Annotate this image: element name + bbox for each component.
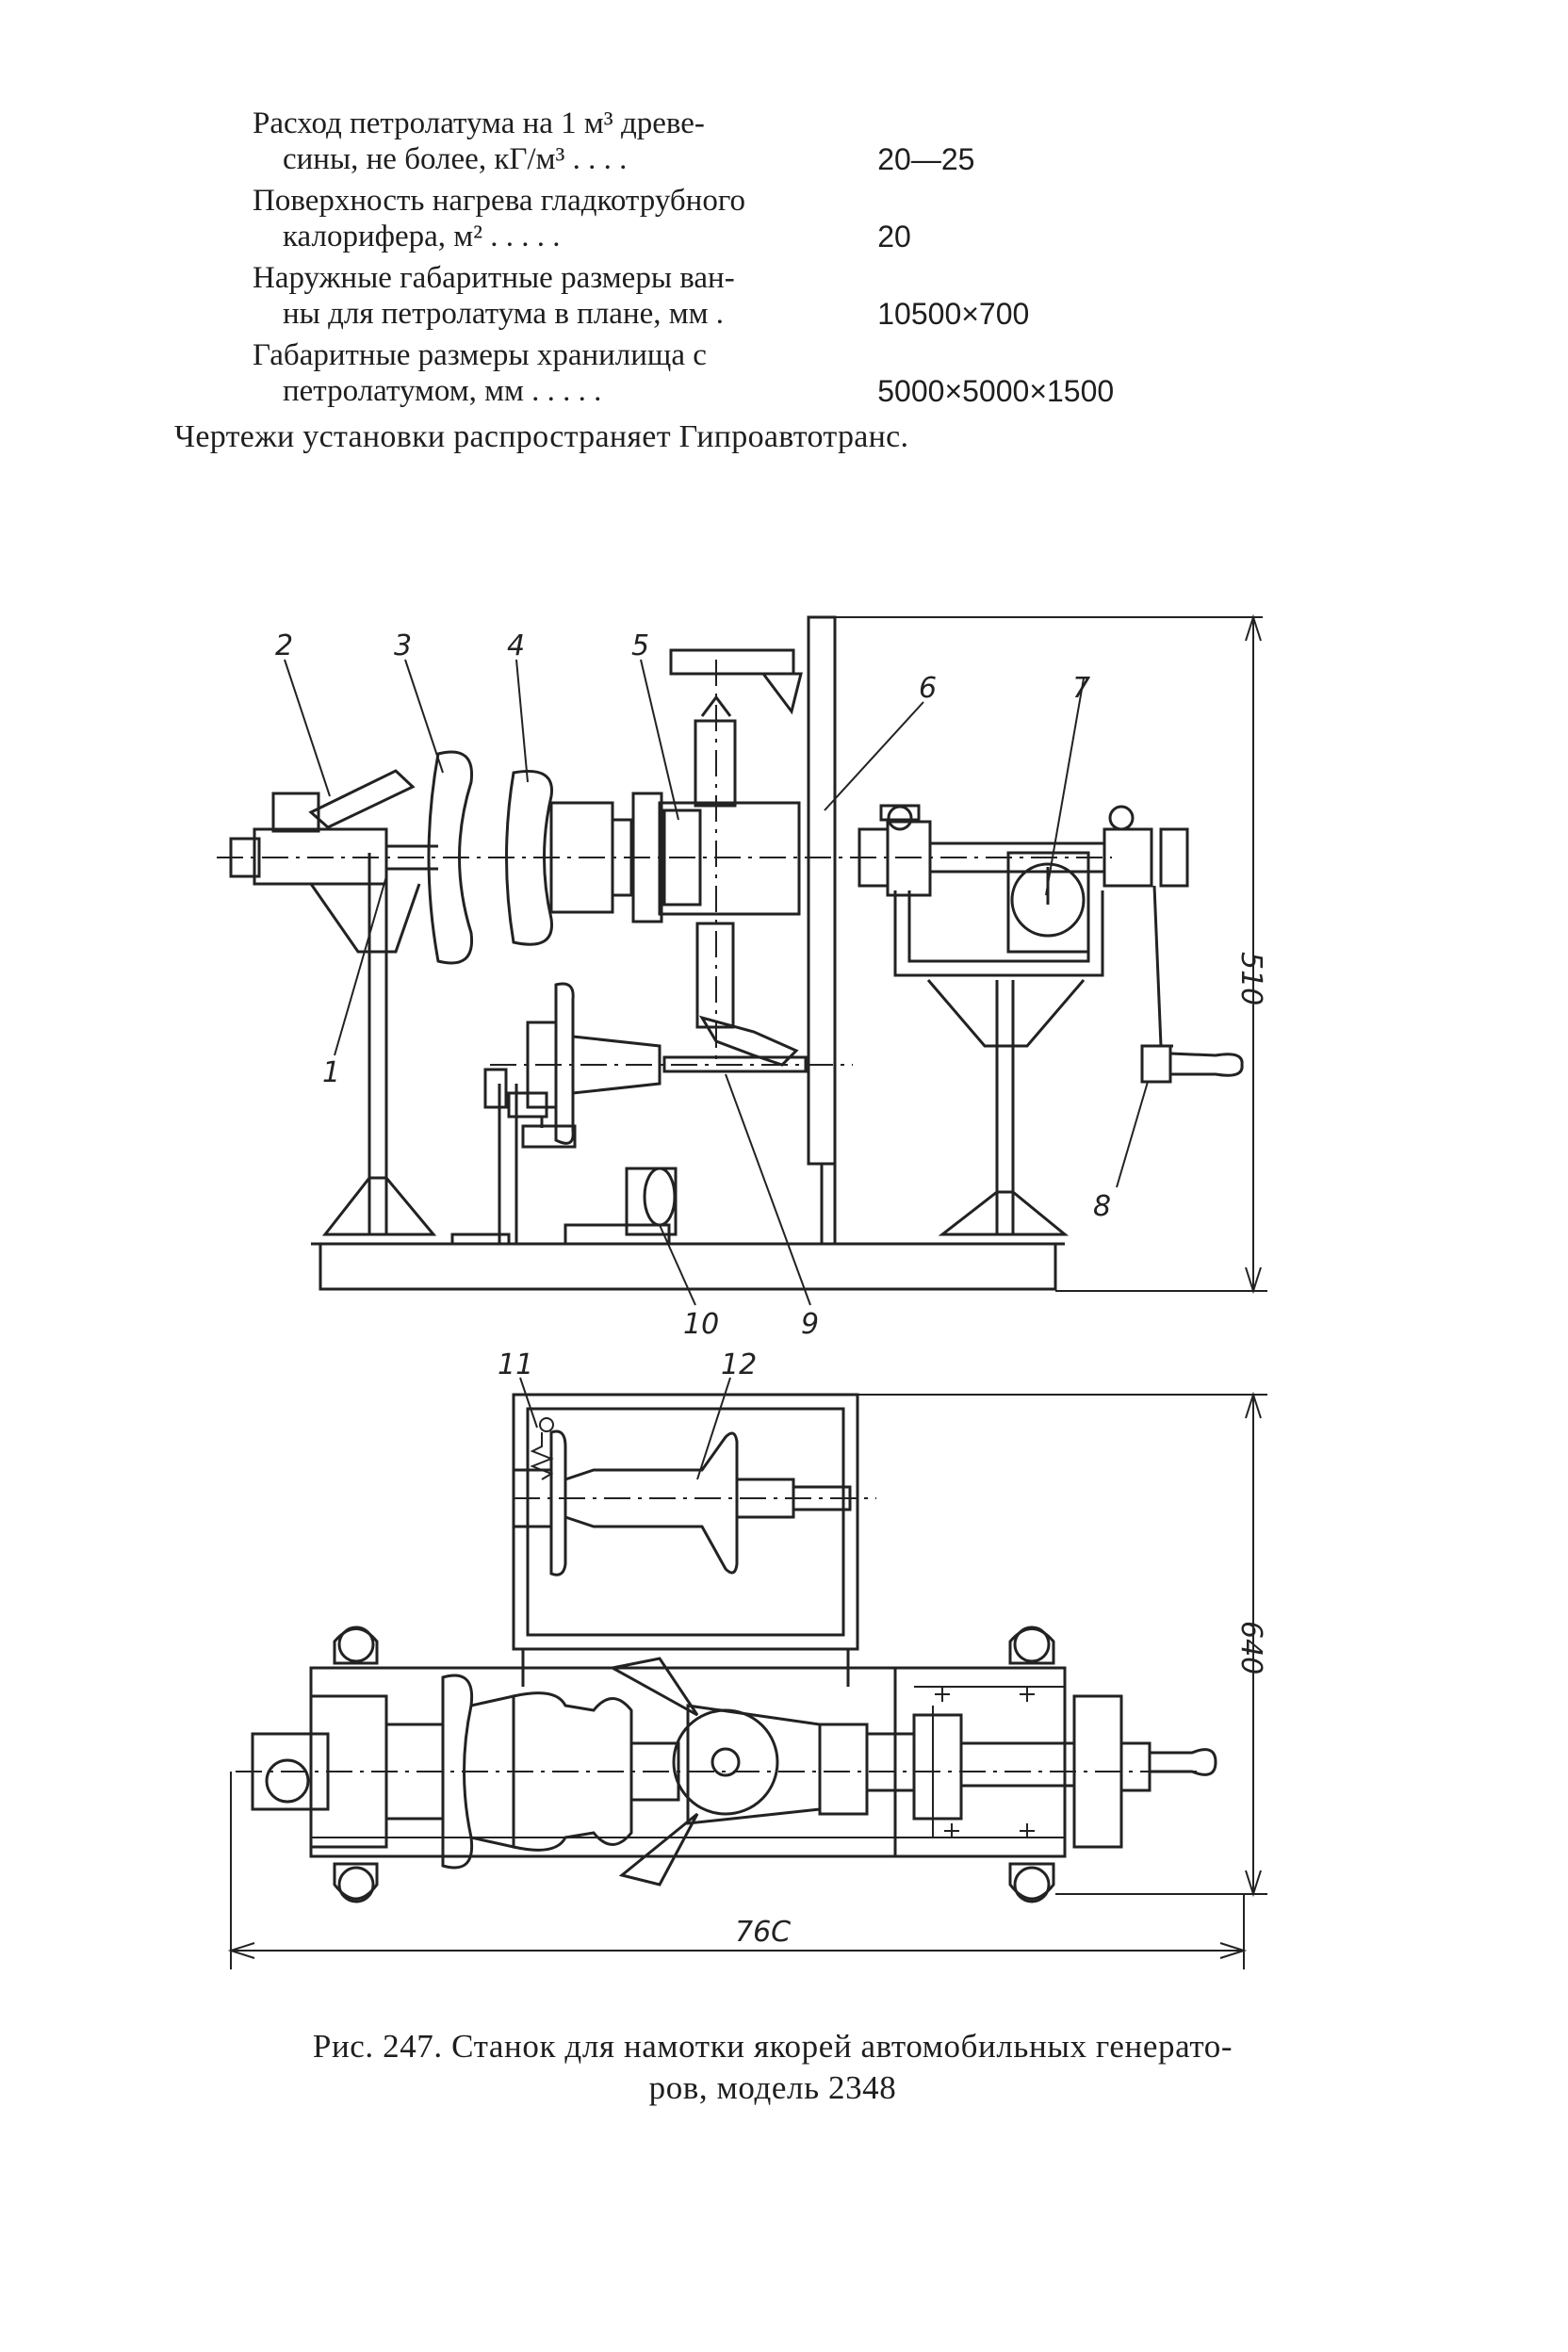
disc-3 <box>427 750 474 965</box>
callout-9: 9 <box>801 1308 819 1341</box>
spec-label-line2: ны для петролатума в плане, мм . <box>283 297 725 331</box>
disc-4 <box>505 769 553 946</box>
spring <box>530 1432 554 1480</box>
caption-line1: Рис. 247. Станок для намотки якорей авто… <box>312 2028 1233 2065</box>
dial-indicator <box>1006 851 1090 954</box>
callout-4: 4 <box>507 629 525 662</box>
spec-row: Поверхность нагрева гладкотрубного калор… <box>253 183 1195 260</box>
spec-value: 20—25 <box>877 142 975 176</box>
callout-6: 6 <box>919 672 937 705</box>
dimension-510: 510 <box>1234 952 1267 1005</box>
dial-face <box>1010 862 1086 938</box>
callout-5: 5 <box>631 629 649 662</box>
spec-label: Поверхность нагрева гладкотрубного калор… <box>253 183 841 260</box>
spec-label-line1: Поверхность нагрева гладкотрубного <box>253 184 746 218</box>
callout-11: 11 <box>498 1348 533 1381</box>
top-view <box>227 1377 1267 1969</box>
callout-1: 1 <box>322 1056 340 1089</box>
side-view <box>217 613 1267 1306</box>
spec-label-line2: сины, не более, кГ/м³ . . . . <box>283 142 628 176</box>
spec-value: 20 <box>877 220 911 253</box>
lever <box>308 769 416 829</box>
spec-label-line2: калорифера, м² . . . . . <box>283 220 561 253</box>
spec-label: Наружные габаритные размеры ван- ны для … <box>253 260 841 337</box>
callout-8: 8 <box>1093 1190 1111 1223</box>
spec-label-line1: Наружные габаритные размеры ван- <box>253 261 735 295</box>
callout-10: 10 <box>683 1308 719 1341</box>
dimension-640: 640 <box>1234 1621 1267 1674</box>
callout-3: 3 <box>394 629 412 662</box>
distribution-note: Чертежи установки распространяет Гипроав… <box>174 419 909 454</box>
spec-row: Габаритные размеры хранилища с петролату… <box>253 337 1195 415</box>
spec-value: 5000×5000×1500 <box>877 374 1115 408</box>
vertical-plate <box>807 615 837 1166</box>
crank-handle <box>1152 885 1173 1048</box>
spec-table: Расход петролатума на 1 м³ древе- сины, … <box>253 106 1195 415</box>
spec-label-line1: Габаритные размеры хранилища с <box>253 338 707 372</box>
spec-label-line1: Расход петролатума на 1 м³ древе- <box>253 106 705 140</box>
spec-label-line2: петролатумом, мм . . . . . <box>283 374 602 408</box>
dimension-760: 76C <box>735 1916 791 1949</box>
spec-label: Габаритные размеры хранилища с петролату… <box>253 337 841 415</box>
spec-value: 10500×700 <box>877 297 1030 331</box>
figure-caption: Рис. 247. Станок для намотки якорей авто… <box>188 2026 1357 2109</box>
spec-row: Расход петролатума на 1 м³ древе- сины, … <box>253 106 1195 183</box>
spec-label: Расход петролатума на 1 м³ древе- сины, … <box>253 106 841 183</box>
spec-row: Наружные габаритные размеры ван- ны для … <box>253 260 1195 337</box>
callout-7: 7 <box>1072 672 1090 705</box>
base-plate <box>318 1242 1057 1291</box>
caption-line2: ров, модель 2348 <box>648 2069 897 2106</box>
armature-holder <box>631 792 663 923</box>
callout-2: 2 <box>275 629 293 662</box>
callout-12: 12 <box>721 1348 757 1381</box>
